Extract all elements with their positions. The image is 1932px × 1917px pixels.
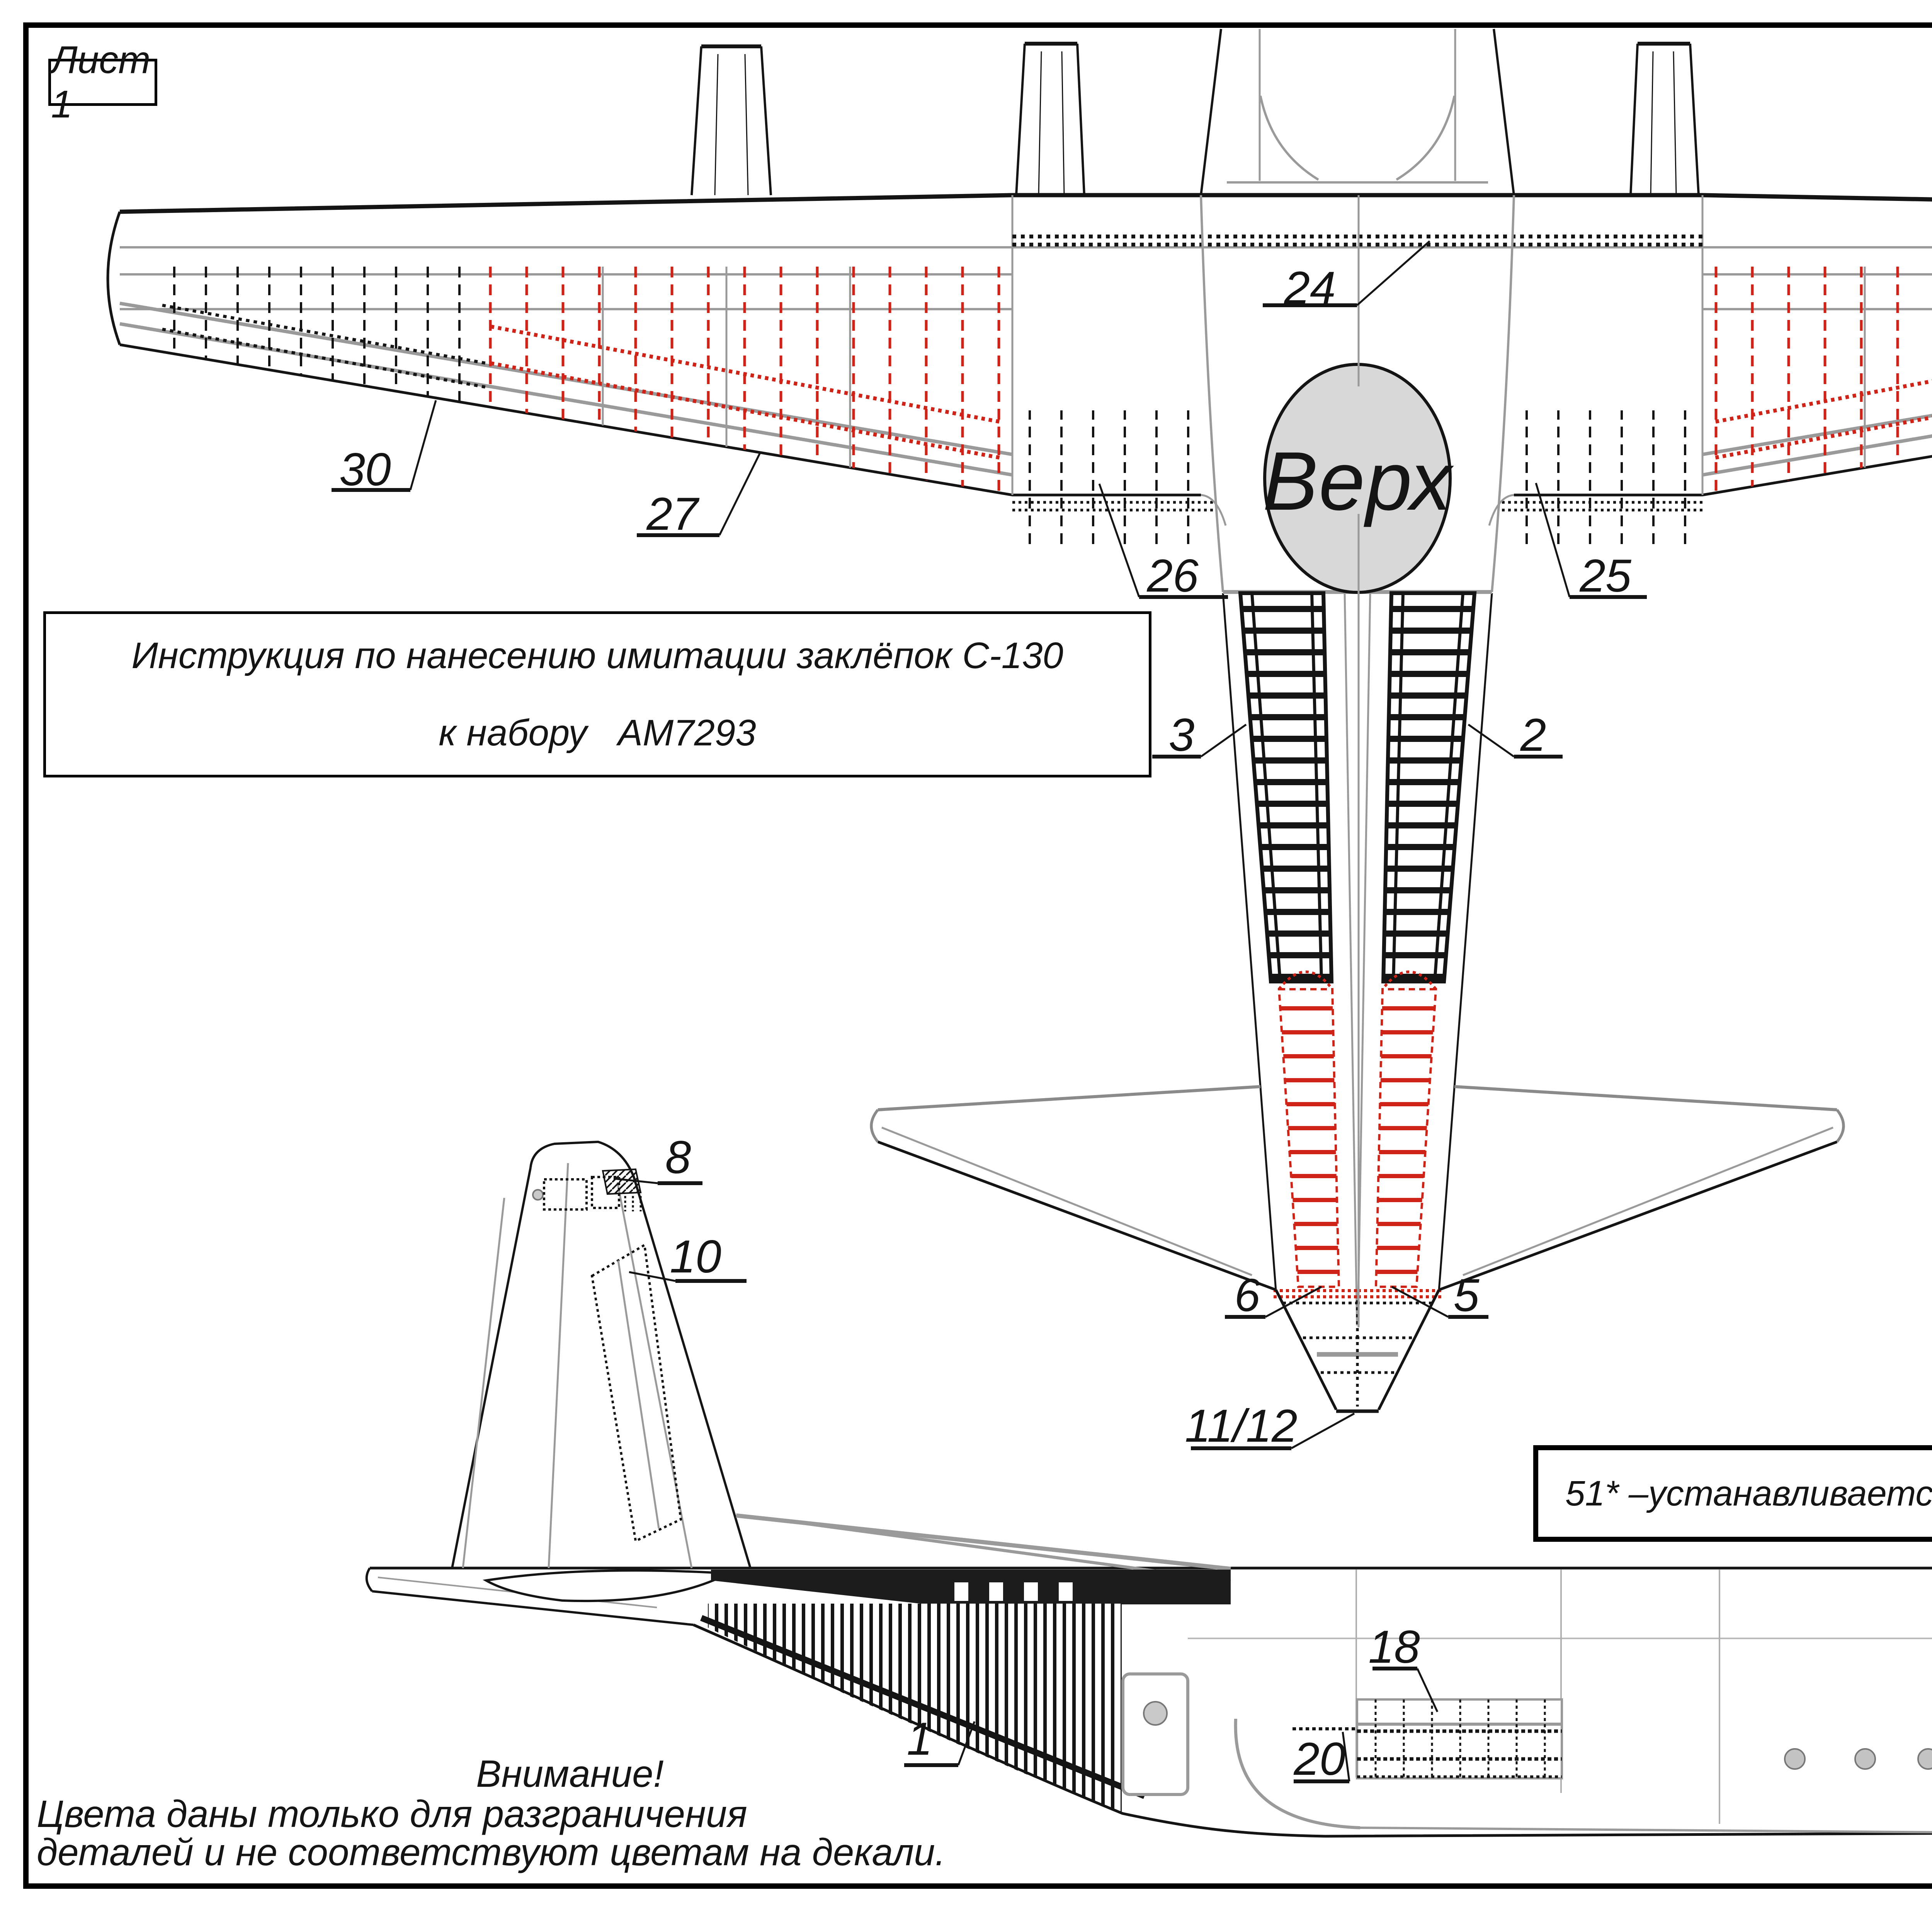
engine-nacelle-inner-left bbox=[1015, 42, 1085, 196]
rivet-line-24 bbox=[1012, 235, 1357, 247]
crew-door bbox=[1121, 1672, 1189, 1796]
top-view-right-half bbox=[1357, 29, 1932, 1411]
callout-label-1: 1 bbox=[906, 1713, 933, 1765]
rivet-region-30 bbox=[155, 266, 488, 407]
attention-line-3: деталей и не соответствуют цветам на дек… bbox=[37, 1831, 946, 1873]
attention-line-2: Цвета даны только для разграничения bbox=[37, 1793, 747, 1835]
title-line-1: Инструкция по нанесению имитации заклёпо… bbox=[131, 635, 1063, 676]
callout-label-10: 10 bbox=[670, 1231, 721, 1283]
rivet-region-27 bbox=[488, 261, 1002, 493]
callout-label-24: 24 bbox=[1284, 262, 1336, 314]
top-view-centre bbox=[1263, 195, 1452, 1327]
fin-rivet-band-10 bbox=[590, 1243, 682, 1543]
fin-tip-rivets-8 bbox=[532, 1168, 642, 1211]
optional-note-box: 51* –устанавливается опционально, см. пр… bbox=[1533, 1445, 1932, 1542]
engine-nacelle-outer-left bbox=[690, 44, 772, 196]
side-fin bbox=[451, 1140, 1231, 1583]
rivet-region-6 bbox=[1274, 970, 1357, 1298]
tail-cone bbox=[1274, 1289, 1359, 1413]
top-view-left-half bbox=[106, 29, 1359, 1413]
sheet-number-box: Лист 1 bbox=[48, 38, 157, 126]
side-stabilizer bbox=[365, 1567, 1932, 1626]
orientation-label: Верх bbox=[1262, 434, 1452, 527]
callout-label-25: 25 bbox=[1580, 550, 1631, 602]
optional-note-text: 51* –устанавливается опционально, см. пр… bbox=[1565, 1473, 1932, 1513]
orientation-circle bbox=[1263, 363, 1452, 594]
callout-label-8: 8 bbox=[665, 1131, 691, 1183]
rivet-region-1 bbox=[700, 1604, 1146, 1813]
callout-label-6: 6 bbox=[1234, 1269, 1260, 1321]
callout-label-3: 3 bbox=[1168, 709, 1195, 761]
title-line-2: к набору АМ7293 bbox=[439, 712, 756, 754]
porthole-windows bbox=[1784, 1748, 1932, 1770]
page-border bbox=[23, 22, 1932, 1889]
attention-title: Внимание! bbox=[476, 1752, 664, 1795]
callout-underlines-and-leaders bbox=[332, 240, 1647, 1783]
callout-label-26: 26 bbox=[1147, 550, 1199, 602]
sheet-number-label: Лист 1 bbox=[51, 38, 151, 126]
side-wing-band bbox=[711, 1570, 1231, 1604]
rivet-grid-18 bbox=[1356, 1698, 1563, 1779]
callout-label-20: 20 bbox=[1294, 1733, 1345, 1785]
callout-label-11/12: 11/12 bbox=[1185, 1400, 1298, 1452]
callout-label-30: 30 bbox=[339, 444, 391, 495]
attention-note: Внимание! Цвета даны только для разграни… bbox=[37, 1752, 1103, 1871]
callout-label-2: 2 bbox=[1520, 709, 1546, 761]
title-box: Инструкция по нанесению имитации заклёпо… bbox=[43, 611, 1151, 777]
callout-label-5: 5 bbox=[1453, 1269, 1480, 1321]
rivet-region-26 bbox=[1012, 410, 1213, 550]
tail-boom-panel-3 bbox=[1222, 590, 1358, 1326]
stabilizer-left bbox=[870, 1085, 1277, 1291]
fuselage-plan-left bbox=[1200, 29, 1357, 592]
callout-label-27: 27 bbox=[646, 488, 698, 540]
callout-label-18: 18 bbox=[1368, 1621, 1420, 1673]
side-view-drawing bbox=[365, 1140, 1932, 1838]
